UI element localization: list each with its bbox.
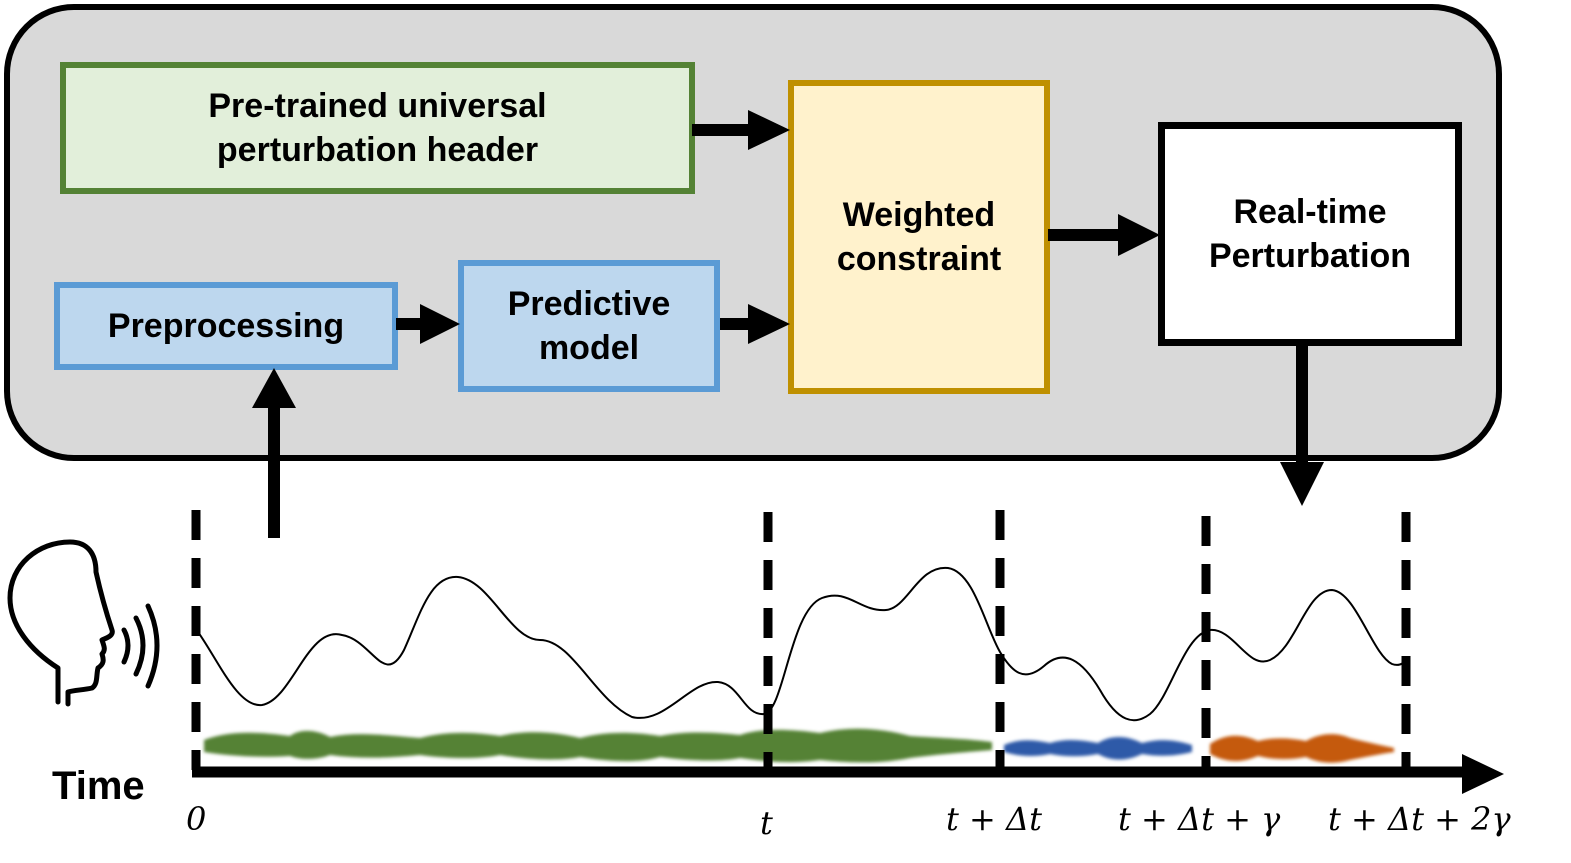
arrow-predictive-to-weighted [720, 304, 790, 344]
speaking-head-icon [7, 539, 160, 707]
green-audio-segment [204, 728, 992, 763]
predictive-model-line1: Predictive [507, 285, 671, 323]
signal-curve [197, 566, 1409, 722]
arrow-realtime-to-timeline [1280, 344, 1324, 506]
arrow-weighted-to-realtime [1048, 214, 1160, 256]
tick-0: 0 [186, 800, 207, 838]
weighted-constraint-line2: constraint [836, 240, 1002, 278]
audio-segments [204, 728, 1394, 763]
arrow-pretrained-to-weighted [692, 110, 790, 150]
predictive-model-box: Predictive model [458, 260, 720, 392]
tick-t-dt: t + Δt [946, 800, 1042, 838]
time-axis-label: Time [52, 764, 145, 808]
tick-t: t [760, 804, 773, 842]
realtime-perturbation-line2: Perturbation [1208, 237, 1412, 275]
weighted-constraint-line1: Weighted [842, 196, 996, 234]
pretrained-header-box: Pre-trained universal perturbation heade… [60, 62, 695, 194]
pretrained-header-line2: perturbation header [216, 131, 539, 169]
orange-audio-segment [1210, 734, 1394, 763]
time-axis [192, 754, 1504, 794]
arrow-preprocessing-to-predictive [396, 304, 460, 344]
arrow-input-to-preprocessing [252, 368, 296, 538]
predictive-model-line2: model [538, 329, 640, 367]
realtime-perturbation-box: Real-time Perturbation [1158, 122, 1462, 346]
time-markers [191, 510, 1411, 770]
blue-audio-segment [1004, 736, 1192, 760]
pretrained-header-line1: Pre-trained universal [208, 87, 547, 125]
preprocessing-label: Preprocessing [107, 307, 345, 345]
tick-t-dt-2g: t + Δt + 2γ [1328, 800, 1511, 838]
weighted-constraint-box: Weighted constraint [788, 80, 1050, 394]
tick-t-dt-g: t + Δt + γ [1118, 800, 1281, 838]
realtime-perturbation-line1: Real-time [1233, 193, 1387, 231]
preprocessing-box: Preprocessing [54, 282, 398, 370]
